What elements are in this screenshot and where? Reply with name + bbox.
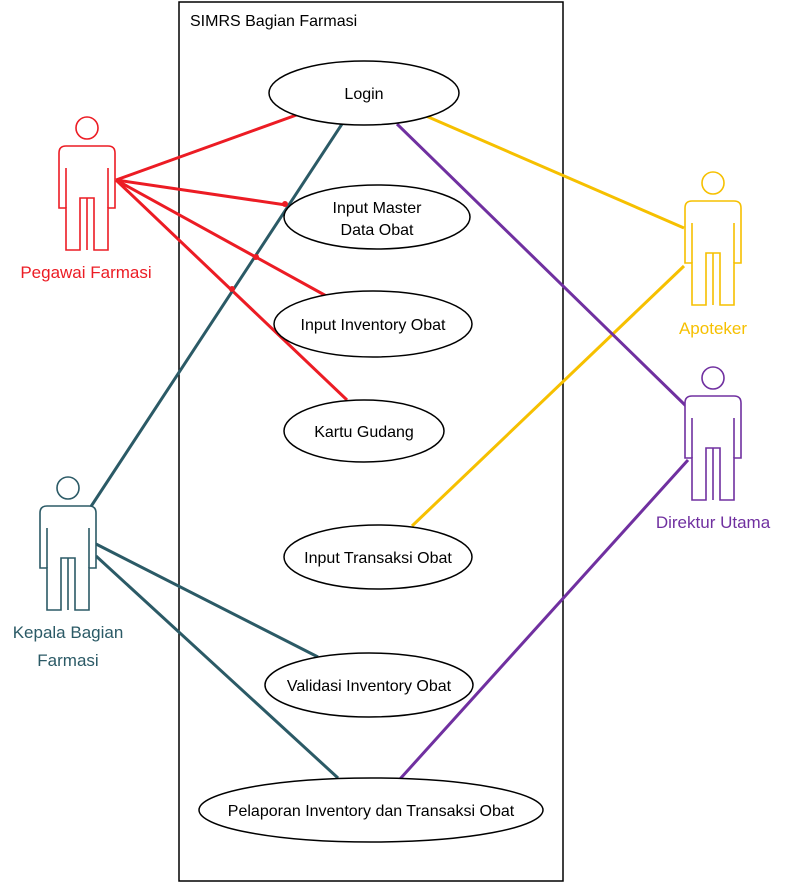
actor-head (701, 366, 725, 390)
use-case-master-label-line1: Input Master (333, 200, 423, 217)
use-case-pelaporan-inventory-dan-transaksi-obat[interactable]: Pelaporan Inventory dan Transaksi Obat (198, 777, 544, 843)
assoc-kepala-validasi (95, 542, 319, 659)
assoc-kepala-pelaporan (94, 554, 340, 780)
system-title: SIMRS Bagian Farmasi (190, 13, 357, 30)
assoc-apoteker-transaksi (410, 264, 686, 528)
actor-pegawai-farmasi[interactable] (58, 116, 116, 251)
associations-pegawai (114, 111, 349, 402)
use-case-transaksi-label: Input Transaksi Obat (304, 550, 452, 567)
system-boundary (178, 1, 564, 882)
use-case-input-inventory-obat[interactable]: Input Inventory Obat (273, 290, 473, 358)
assoc-pegawai-login (115, 111, 303, 182)
assoc-pegawai-inventory (115, 178, 331, 300)
actor-kepala-label-line2: Farmasi (37, 651, 98, 670)
actor-direktur-label: Direktur Utama (656, 513, 771, 532)
actor-kepala-label-line1: Kepala Bagian (13, 623, 124, 642)
junction-dot (282, 201, 288, 207)
junction-dot (229, 286, 235, 292)
use-case-login-label: Login (344, 86, 383, 103)
use-case-kartu-gudang[interactable]: Kartu Gudang (283, 399, 445, 463)
use-case-master-label-line2: Data Obat (341, 222, 414, 239)
junction-dot (253, 254, 259, 260)
use-case-pelaporan-label: Pelaporan Inventory dan Transaksi Obat (228, 803, 515, 820)
assoc-direktur-pelaporan (398, 458, 690, 781)
associations-direktur (395, 122, 690, 781)
actor-head (701, 171, 725, 195)
assoc-kepala-login (88, 123, 344, 509)
actor-head (75, 116, 99, 140)
use-case-inventory-label: Input Inventory Obat (301, 317, 447, 334)
actor-kepala-bagian-farmasi[interactable] (39, 476, 97, 611)
actor-pegawai-label: Pegawai Farmasi (20, 263, 151, 282)
use-case-input-transaksi-obat[interactable]: Input Transaksi Obat (283, 524, 473, 590)
assoc-direktur-login (395, 122, 688, 408)
actor-apoteker[interactable] (684, 171, 742, 306)
associations-kepala (88, 123, 344, 780)
assoc-apoteker-login (425, 114, 685, 230)
associations-apoteker (410, 114, 686, 528)
actor-direktur-utama[interactable] (684, 366, 742, 501)
actor-apoteker-label: Apoteker (679, 319, 747, 338)
assoc-pegawai-master (115, 178, 287, 207)
use-case-login[interactable]: Login (268, 60, 460, 126)
use-case-input-master-data-obat[interactable]: Input Master Data Obat (283, 184, 471, 250)
use-case-validasi-label: Validasi Inventory Obat (287, 678, 452, 695)
use-case-validasi-inventory-obat[interactable]: Validasi Inventory Obat (264, 652, 474, 718)
actor-head (56, 476, 80, 500)
junction-dots (229, 201, 288, 292)
use-case-kartu-label: Kartu Gudang (314, 424, 414, 441)
